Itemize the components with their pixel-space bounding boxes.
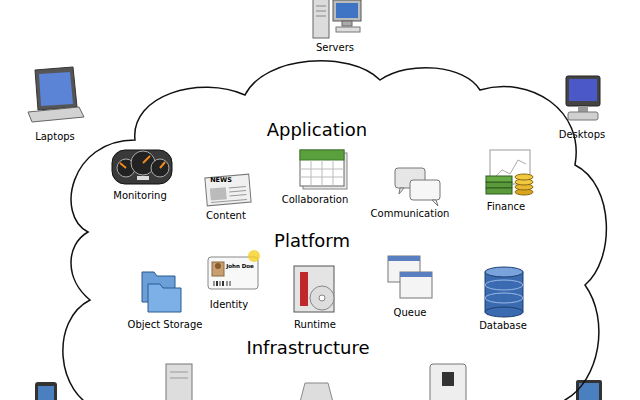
icon-label: Identity [139, 299, 319, 311]
service-icon: Database [480, 265, 530, 332]
queue-icon [388, 256, 432, 298]
service-icon: Queue [385, 254, 435, 319]
network-plug-icon [430, 364, 466, 400]
database-icon [485, 267, 523, 317]
service-icon: Communication [380, 165, 450, 220]
device-icon: Laptops [25, 66, 85, 144]
desktop-icon [566, 76, 600, 120]
service-icon: NEWSContent [200, 172, 256, 222]
device-icon: Desktops [555, 72, 615, 142]
icon-label: Database [413, 320, 593, 332]
icon-label: Monitoring [50, 190, 230, 202]
finance-icon [486, 150, 533, 195]
service-icon: John DoeIdentity [204, 252, 262, 312]
icon-label: Queue [320, 307, 500, 319]
id-card-icon [208, 250, 260, 289]
layer-heading: Infrastructure [218, 337, 398, 359]
service-icon: Finance [482, 148, 538, 213]
layer-heading: Application [227, 119, 407, 141]
service-icon: Runtime [290, 263, 340, 331]
dashboard-icon [112, 150, 172, 184]
icon-label: Finance [416, 201, 596, 213]
server-tower-icon [166, 364, 192, 400]
icon-label: Communication [320, 208, 500, 220]
folder-icon [142, 272, 181, 312]
layer-heading: Platform [222, 230, 402, 252]
icon-label: Object Storage [75, 319, 255, 331]
cloud-region: ApplicationPlatformInfrastructure Monitor… [60, 40, 620, 400]
cloud-outline [63, 61, 607, 400]
icon-label: Collaboration [225, 194, 405, 206]
service-icon: Object Storage [125, 265, 195, 331]
runtime-icon [294, 266, 334, 312]
server-icon [313, 0, 361, 38]
service-icon: Monitoring [105, 146, 175, 202]
phone-icon [35, 382, 57, 400]
icon-label: Runtime [225, 319, 405, 331]
calendar-icon [300, 150, 347, 189]
chat-icon [395, 168, 440, 206]
icon-label: Desktops [492, 129, 640, 141]
icon-label: Servers [245, 42, 425, 54]
icon-label: Content [136, 210, 316, 222]
tablet-icon [576, 380, 602, 400]
icon-text: NEWS [131, 177, 311, 185]
storage-icon [300, 383, 333, 400]
device-icon: Servers [300, 0, 370, 55]
laptop-icon [28, 67, 84, 122]
service-icon: Collaboration [290, 146, 354, 206]
icon-text: John Doe [150, 263, 330, 270]
